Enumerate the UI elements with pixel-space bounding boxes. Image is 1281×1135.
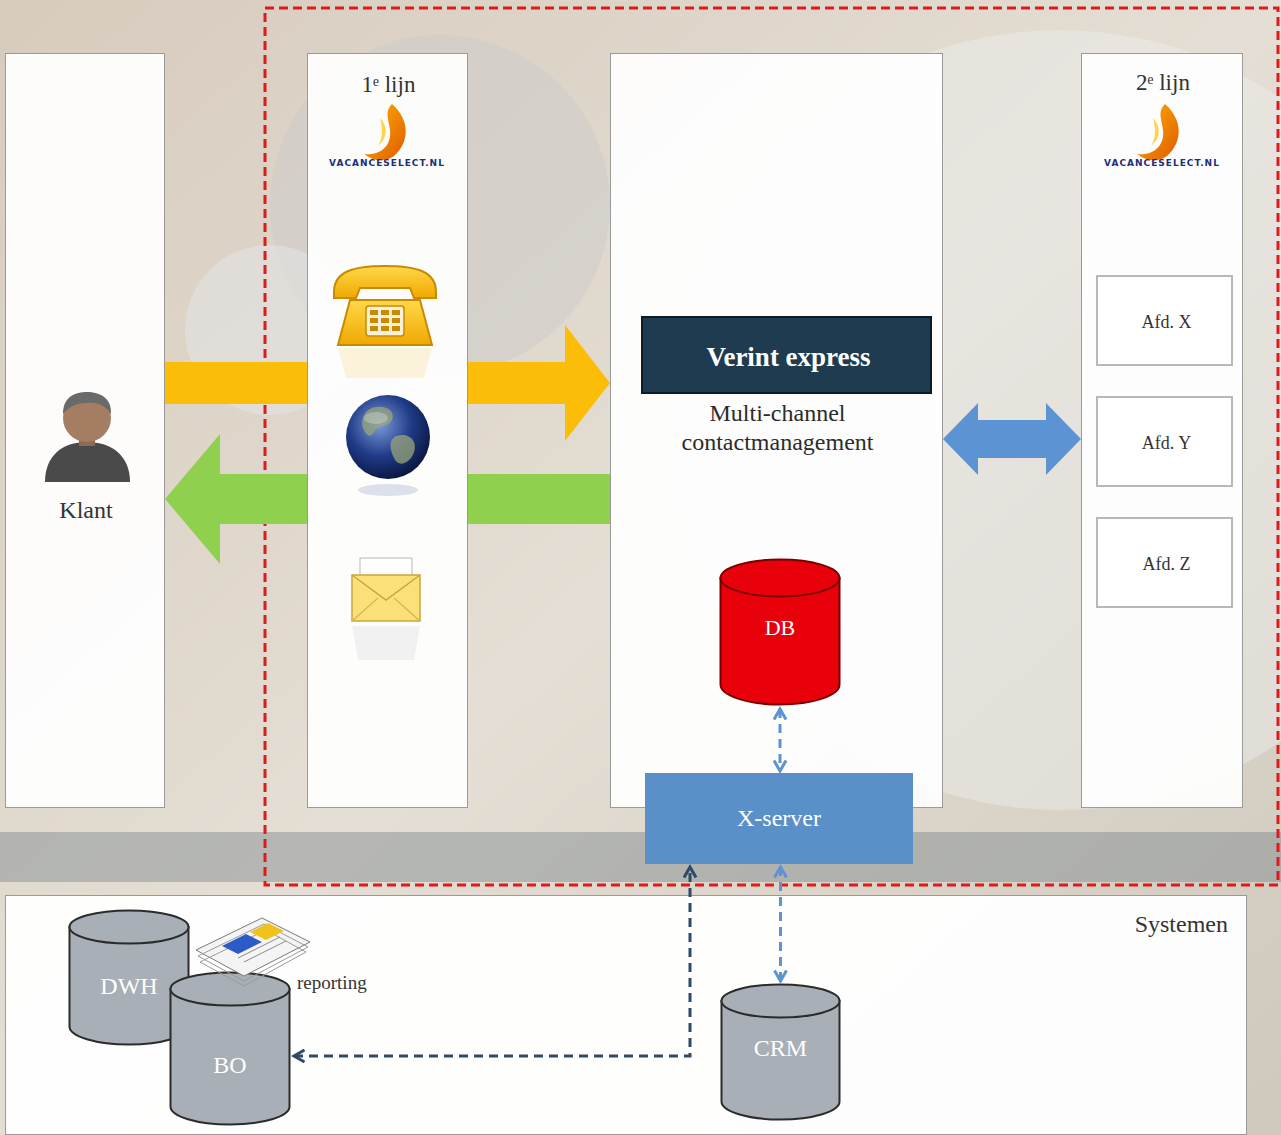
node-text: 1ᵉ lijn (362, 71, 416, 99)
logo-flame (1137, 104, 1179, 160)
database-cylinder: BO (169, 971, 291, 1126)
node-text: Afd. X (1142, 312, 1192, 334)
node-text: Afd. Y (1142, 433, 1191, 455)
outbound-arrow (468, 474, 610, 524)
data-link (294, 867, 690, 1056)
cylinder-top (70, 911, 189, 944)
database-cylinder: CRM (720, 983, 841, 1121)
department-box: Afd. Y (1096, 396, 1233, 487)
data-link (779, 709, 782, 771)
node-text: 2ᵉ lijn (1136, 69, 1190, 97)
systems-panel: SystemenDWH BO CRM (5, 895, 1247, 1135)
phone-icon (334, 266, 436, 378)
customer-column: Klant (5, 53, 165, 808)
envelope-icon (352, 558, 420, 660)
node-text: Systemen (1135, 910, 1228, 939)
node-text: Verint express (706, 341, 870, 373)
node-text: X-server (737, 804, 821, 833)
department-box: Afd. X (1096, 275, 1233, 366)
grey-band (0, 832, 1281, 882)
escalation-arrow (943, 403, 1081, 475)
reporting-icon (196, 918, 310, 986)
logo-text: VACANCESELECT.NL (329, 158, 445, 169)
cylinder-outline (169, 971, 291, 1126)
inbound-arrow (468, 325, 610, 441)
cylinder-body (171, 989, 290, 1125)
logo-text: VACANCESELECT.NL (1104, 158, 1220, 169)
data-link (779, 867, 782, 981)
cylinder-top (722, 985, 840, 1018)
product-box: Verint express (641, 316, 932, 394)
node-text: Klant (59, 496, 112, 525)
globe-icon (346, 395, 430, 496)
node-text: DB (765, 615, 796, 641)
node-text: CRM (754, 1034, 807, 1063)
server-box: X-server (645, 773, 913, 864)
department-box: Afd. Z (1096, 517, 1233, 608)
contact-management-panel: Multi-channel contactmanagement Verint ex… (610, 53, 943, 808)
cylinder-top (721, 560, 840, 597)
cylinder-body (722, 1001, 840, 1120)
inbound-arrow (165, 362, 307, 404)
person-icon (45, 392, 130, 482)
node-text: Afd. Z (1143, 554, 1191, 576)
node-text: DWH (100, 972, 157, 1001)
reporting-label: reporting (297, 972, 367, 995)
database-cylinder: DB (719, 558, 841, 706)
outbound-arrow (165, 434, 307, 564)
node-text: BO (213, 1051, 246, 1080)
logo-flame (364, 104, 406, 160)
scope-boundary (265, 8, 1278, 885)
node-text: Multi-channel contactmanagement (647, 399, 909, 457)
cylinder-top (171, 973, 290, 1006)
